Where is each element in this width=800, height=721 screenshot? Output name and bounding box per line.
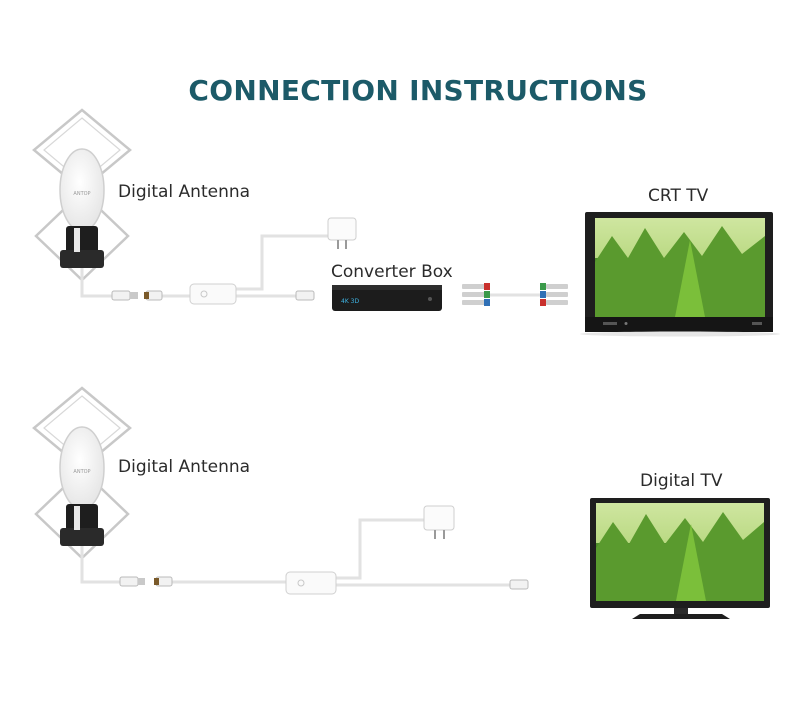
adapter-prong-1 [337, 240, 339, 249]
rca-cables [462, 283, 568, 306]
rca-red-icon [540, 299, 546, 306]
crt-tv-chin [585, 317, 773, 332]
label-crt-tv: CRT TV [648, 186, 709, 206]
signal-amplifier-top [189, 283, 237, 305]
converter-top-edge [332, 285, 442, 290]
crt-tv-panel [752, 322, 762, 325]
power-adapter-top [327, 217, 357, 249]
label-digital-antenna-bottom: Digital Antenna [118, 457, 251, 477]
converter-box: 4K 3D [332, 285, 442, 311]
digital-tv-tree-center [676, 524, 706, 601]
page-title: CONNECTION INSTRUCTIONS [188, 74, 648, 107]
coax-connectors-bottom [119, 576, 529, 590]
amplifier-logo-icon [297, 579, 305, 587]
converter-power-icon [428, 297, 432, 301]
antenna-stand-highlight [74, 506, 80, 530]
coax-plug-2-tip [154, 578, 159, 585]
rca-green-icon [540, 283, 546, 290]
cables-top [80, 234, 540, 298]
digital-tv-trees [596, 512, 764, 601]
antenna-stand-highlight [74, 228, 80, 252]
label-digital-antenna-top: Digital Antenna [118, 182, 251, 202]
crt-tv-trees [595, 226, 765, 317]
coax-connectors-top [111, 290, 315, 301]
coax-plug-1-thread [130, 292, 138, 299]
adapter-body [327, 217, 357, 241]
crt-tv-indicator-icon [624, 322, 628, 325]
power-adapter-bottom [423, 505, 455, 539]
crt-tv-shadow [580, 331, 780, 337]
rca-right [540, 283, 568, 306]
antenna-base [60, 528, 104, 546]
adapter-prong-1 [434, 530, 436, 539]
digital-tv [590, 498, 770, 619]
coax-plug-2-tip [144, 292, 149, 299]
coax-plug-3 [295, 290, 315, 301]
converter-display: 4K 3D [341, 298, 359, 305]
amplifier-body [189, 283, 237, 305]
rca-blue-icon [540, 291, 546, 298]
amplifier-body [285, 571, 337, 595]
crt-tv-button [603, 322, 617, 325]
coax-plug-3 [509, 579, 529, 590]
antenna-brand: ANTOP [73, 469, 90, 475]
digital-antenna-bottom: ANTOP [32, 386, 132, 560]
digital-tv-neck [674, 608, 688, 614]
amplifier-logo-icon [200, 290, 208, 298]
crt-tv-tree-center [675, 240, 705, 317]
coax-plug-1 [111, 290, 131, 301]
cables-bottom [80, 518, 512, 587]
adapter-prong-2 [345, 240, 347, 249]
coax-plug-1-thread [138, 578, 145, 585]
label-digital-tv: Digital TV [640, 471, 723, 491]
signal-amplifier-bottom [285, 571, 337, 595]
rca-green-icon [484, 291, 490, 298]
crt-tv [580, 212, 780, 337]
antenna-base [60, 250, 104, 268]
coax-plug-1 [119, 576, 139, 587]
adapter-body [423, 505, 455, 531]
digital-antenna-top: ANTOP [32, 108, 132, 282]
adapter-prong-2 [443, 530, 445, 539]
antenna-brand: ANTOP [73, 191, 90, 197]
rca-red-icon [484, 283, 490, 290]
rca-left [462, 283, 490, 306]
digital-tv-stand [632, 614, 730, 619]
antenna-pod [59, 148, 105, 232]
rca-blue-icon [484, 299, 490, 306]
converter-body [332, 285, 442, 311]
antenna-pod [59, 426, 105, 510]
label-converter-box: Converter Box [331, 262, 453, 282]
